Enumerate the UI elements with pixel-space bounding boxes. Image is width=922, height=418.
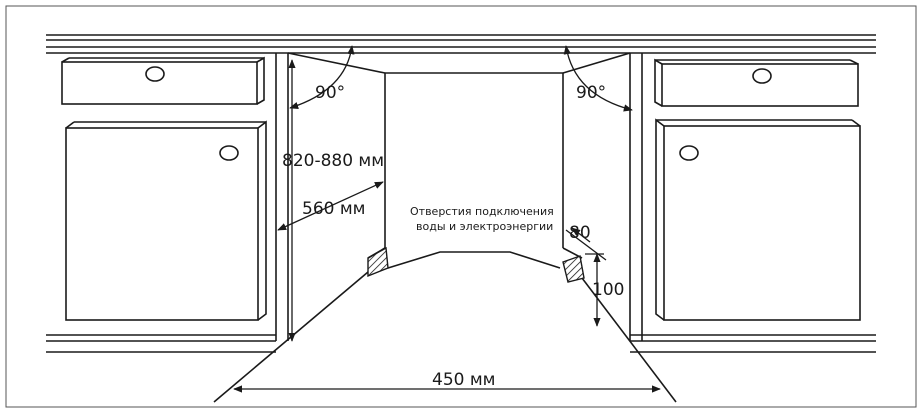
countertop	[46, 34, 876, 54]
right-cabinet	[629, 53, 861, 341]
right-angle-arc	[563, 45, 633, 112]
left-angle-arc	[289, 45, 355, 109]
dim-80-label: 80	[569, 223, 591, 243]
right-door-knob	[679, 145, 699, 161]
width-label: 450 мм	[432, 370, 496, 390]
right-hatch-block	[562, 255, 585, 283]
left-hatch-block	[367, 246, 389, 278]
left-angle-label: 90°	[315, 83, 345, 103]
right-drawer-knob	[752, 68, 772, 84]
connection-label-line1: Отверстия подключения	[410, 205, 554, 218]
depth-dimension-line	[277, 181, 384, 231]
connection-label-line2: воды и электроэнергии	[416, 220, 553, 233]
left-drawer-knob	[145, 66, 165, 82]
height-label: 820-880 мм	[282, 151, 384, 171]
left-cabinet	[61, 53, 289, 341]
outer-border	[5, 5, 917, 408]
dim-100-label: 100	[592, 280, 624, 300]
plinth	[46, 334, 876, 353]
left-door-knob	[219, 145, 239, 161]
right-angle-label: 90°	[576, 83, 606, 103]
dim-80-arrow	[571, 227, 591, 243]
depth-label: 560 мм	[302, 199, 366, 219]
